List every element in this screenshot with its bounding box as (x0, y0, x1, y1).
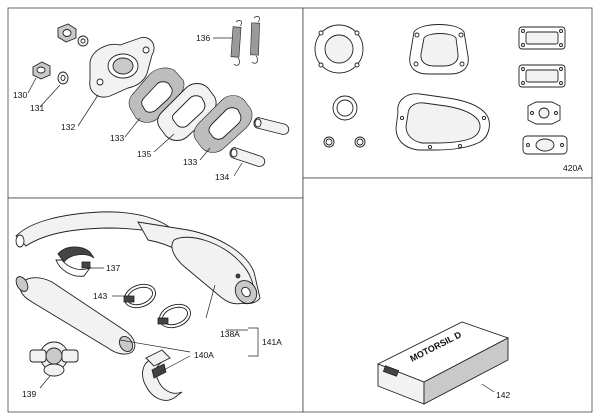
nut-top (57, 23, 89, 47)
clamp-143a (123, 283, 156, 309)
callout-133-right: 133 (183, 157, 197, 167)
flange-gasket-small (527, 101, 561, 125)
silencer-140A (15, 276, 136, 355)
callout-134: 134 (215, 172, 229, 182)
callout-138A: 138A (220, 329, 240, 339)
intake-flange-132 (89, 37, 155, 98)
callout-133-left: 133 (110, 133, 124, 143)
stud-top (253, 117, 290, 135)
callout-135: 135 (137, 149, 151, 159)
callout-141A: 141A (262, 337, 282, 347)
reed-gasket-upper (518, 26, 566, 50)
washer-131 (57, 71, 69, 85)
adapter-139 (29, 341, 79, 377)
callout-132: 132 (61, 122, 75, 132)
callout-143: 143 (93, 291, 107, 301)
callout-137: 137 (106, 263, 120, 273)
gasket-133-right (193, 95, 253, 153)
stud-134 (229, 147, 266, 167)
silencer-138A (171, 236, 258, 305)
callout-136: 136 (196, 33, 210, 43)
sealant-box: MOTORSIL D (376, 321, 510, 405)
nut-130 (32, 61, 51, 80)
callout-139: 139 (22, 389, 36, 399)
head-gasket (314, 24, 364, 74)
leader-lines-panel1 (27, 37, 243, 177)
leader-142 (481, 383, 495, 393)
spring-136a (230, 20, 242, 66)
oring-large (332, 95, 358, 121)
insulator-135 (157, 83, 217, 141)
reed-gasket-lower (518, 64, 566, 88)
leader-lines-panel3 (39, 267, 259, 389)
exhaust-gasket-small (522, 135, 568, 155)
clamp-143b (157, 303, 191, 329)
callout-130: 130 (13, 90, 27, 100)
elbow-pipe-140A (142, 349, 183, 401)
callout-420A: 420A (563, 163, 583, 173)
callout-140A: 140A (194, 350, 214, 360)
callout-131: 131 (30, 103, 44, 113)
crankcase-gasket (395, 93, 490, 151)
spring-136b (250, 16, 260, 64)
cylinder-base-gasket (409, 24, 469, 75)
callout-142: 142 (496, 390, 510, 400)
oring-small-set (323, 136, 366, 148)
